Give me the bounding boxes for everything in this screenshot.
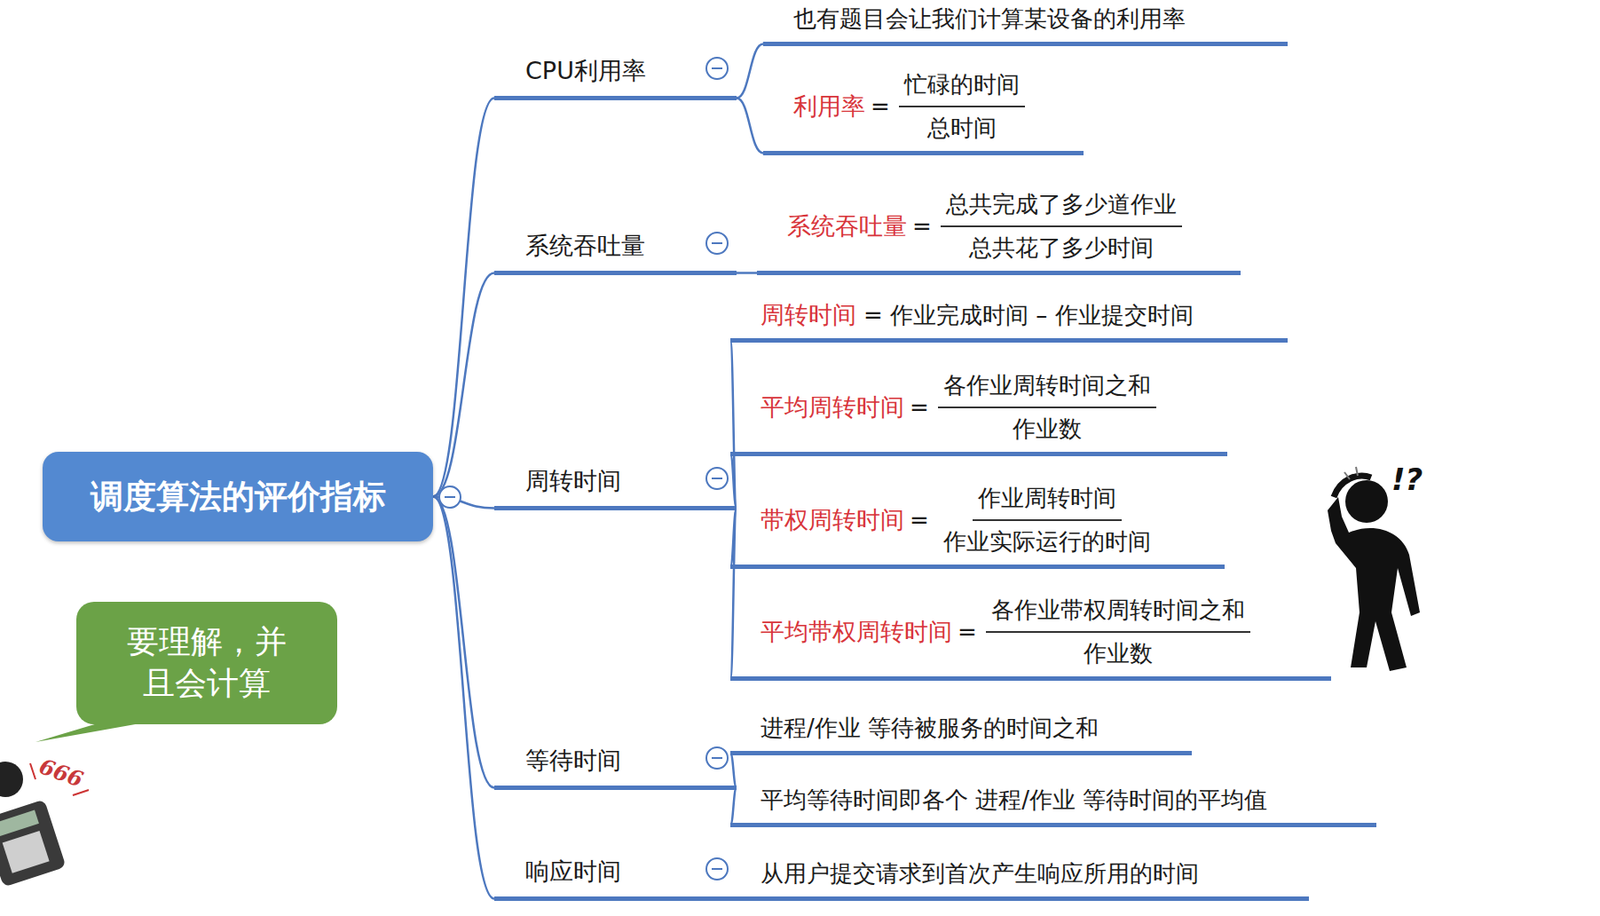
equals-sign: = [870, 93, 891, 120]
collapse-toggle [439, 486, 461, 508]
tree-branch [730, 454, 737, 509]
branch-topic: 系统吞吐量 [494, 229, 737, 276]
metric-name: 平均周转时间 [760, 391, 905, 424]
tree-branch [730, 340, 737, 509]
formula: 平均带权周转时间=各作业带权周转时间之和作业数 [760, 594, 1314, 670]
leaf-topic: 系统吞吐量= 总共完成了多少道作业总共花了多少时间 [756, 189, 1241, 276]
tree-branch [433, 496, 495, 899]
topic-text: 等待时间 [525, 746, 622, 774]
denominator: 作业数 [1078, 632, 1159, 670]
equals-sign: = [909, 506, 930, 534]
tree-branch [433, 273, 495, 497]
numerator: 总共完成了多少道作业 [940, 189, 1183, 228]
leaf-topic: 周转时间= 作业完成时间 – 作业提交时间 [730, 299, 1288, 343]
leaf-topic: 平均周转时间= 各作业周转时间之和作业数 [730, 370, 1228, 457]
formula: 利用率= 忙碌的时间总时间 [793, 69, 1066, 144]
fraction: 各作业带权周转时间之和作业数 [985, 594, 1251, 670]
tree-branch [433, 496, 495, 789]
tree-branch [730, 753, 737, 789]
equals-sign: = [912, 212, 932, 240]
topic-text: CPU利用率 [525, 56, 647, 85]
tree-branch [736, 98, 764, 154]
formula: 系统吞吐量= 总共完成了多少道作业总共花了多少时间 [787, 189, 1223, 264]
leaf-topic: 平均带权周转时间=各作业带权周转时间之和作业数 [730, 594, 1332, 681]
numerator: 忙碌的时间 [898, 69, 1025, 108]
metric-name: 利用率 [793, 90, 866, 123]
numerator: 作业周转时间 [972, 482, 1122, 521]
topic-text: 要理解，并且会计算 [120, 621, 293, 705]
topic-text: 平均等待时间即各个 进程/作业 等待时间的平均值 [760, 786, 1268, 813]
topic-text: 也有题目会让我们计算某设备的利用率 [793, 5, 1186, 32]
tree-branch [730, 788, 737, 826]
tree-branch [730, 508, 737, 679]
branch-topic: CPU利用率 [494, 55, 737, 101]
tree-branch [736, 271, 757, 275]
topic-text: 进程/作业 等待被服务的时间之和 [760, 714, 1099, 741]
tree-branch [433, 98, 495, 497]
collapse-toggle [706, 467, 728, 489]
handwritten-number: 666 [36, 752, 87, 792]
metric-name: 带权周转时间 [760, 504, 905, 536]
formula: 带权周转时间=作业周转时间作业实际运行的时间 [760, 482, 1207, 558]
numerator: 各作业带权周转时间之和 [985, 594, 1251, 633]
topic-text: 从用户提交请求到首次产生响应所用的时间 [760, 859, 1199, 887]
speech-callout: 要理解，并且会计算 [76, 601, 338, 725]
leaf-topic: 也有题目会让我们计算某设备的利用率 [763, 3, 1288, 47]
denominator: 作业数 [1007, 408, 1088, 445]
numerator: 各作业周转时间之和 [937, 370, 1157, 409]
callout-tail [35, 720, 156, 742]
branch-topic: 周转时间 [494, 465, 737, 511]
collapse-toggle [706, 232, 728, 254]
denominator: 总共花了多少时间 [963, 227, 1159, 264]
leaf-topic: 平均等待时间即各个 进程/作业 等待时间的平均值 [730, 784, 1377, 828]
leaf-topic: 带权周转时间=作业周转时间作业实际运行的时间 [730, 482, 1225, 569]
topic-text: 响应时间 [525, 857, 622, 885]
branch-topic: 响应时间 [494, 855, 737, 901]
collapse-toggle [706, 747, 728, 769]
metric-name: 平均带权周转时间 [760, 615, 953, 648]
equals-sign: = [957, 618, 978, 646]
topic-text: 周转时间 [525, 466, 622, 495]
confused-figure [1327, 466, 1420, 671]
topic-text: 调度算法的评价指标 [90, 474, 387, 520]
formula-text: = 作业完成时间 – 作业提交时间 [863, 301, 1194, 329]
fraction: 总共完成了多少道作业总共花了多少时间 [940, 189, 1183, 264]
denominator: 总时间 [922, 107, 1002, 144]
equals-sign: = [909, 394, 930, 421]
leaf-topic: 利用率= 忙碌的时间总时间 [763, 69, 1084, 156]
topic-text: 系统吞吐量 [525, 231, 646, 260]
collapse-toggle [706, 858, 728, 880]
leaf-topic: 进程/作业 等待被服务的时间之和 [730, 712, 1192, 756]
tree-branch [736, 44, 764, 99]
fraction: 忙碌的时间总时间 [898, 69, 1025, 144]
collapse-toggle [706, 57, 728, 79]
branch-topic: 等待时间 [494, 744, 737, 790]
fraction: 作业周转时间作业实际运行的时间 [937, 482, 1157, 558]
root-topic: 调度算法的评价指标 [42, 451, 434, 542]
formula: 平均周转时间= 各作业周转时间之和作业数 [760, 370, 1210, 445]
leaf-topic: 从用户提交请求到首次产生响应所用的时间 [730, 858, 1309, 901]
denominator: 作业实际运行的时间 [937, 520, 1157, 558]
metric-name: 周转时间 [760, 300, 857, 329]
metric-name: 系统吞吐量 [787, 210, 907, 243]
fraction: 各作业周转时间之和作业数 [937, 370, 1157, 445]
exclaim-mark: !? [1391, 461, 1423, 497]
